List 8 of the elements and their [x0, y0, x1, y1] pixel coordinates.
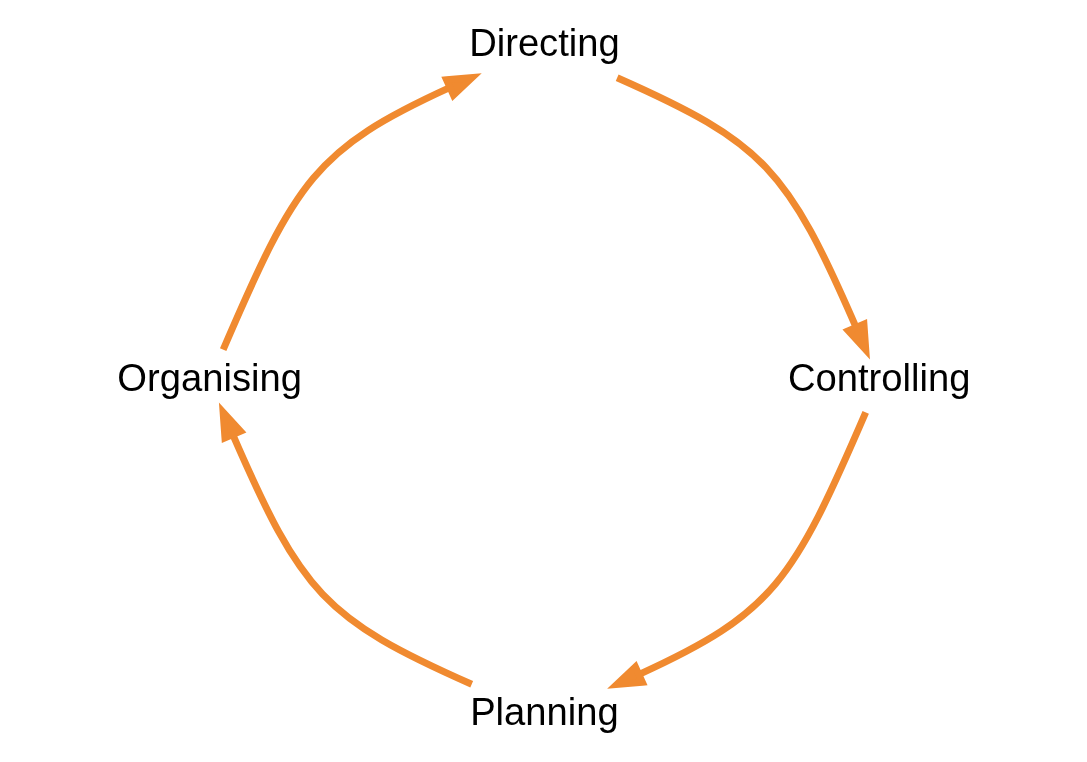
node-text: Controlling [787, 355, 970, 399]
node-text: Directing [468, 20, 620, 64]
arrow [615, 74, 870, 360]
node-text: Organising [116, 355, 302, 399]
arrow [218, 402, 473, 688]
arrow [606, 411, 869, 689]
arrow [219, 73, 482, 351]
node-text: Planning [469, 690, 619, 734]
